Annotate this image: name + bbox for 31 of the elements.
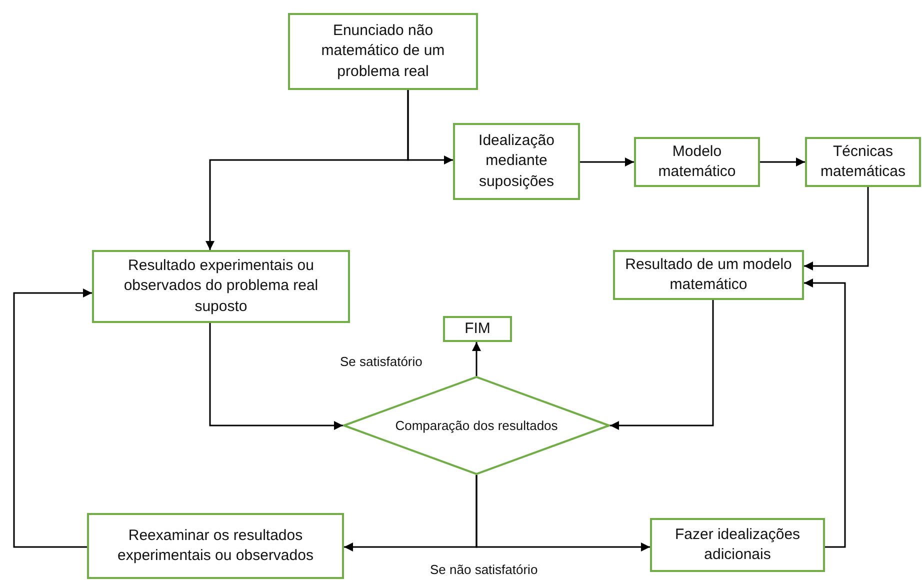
arrow — [804, 278, 846, 548]
process-box — [634, 137, 760, 187]
process-box — [288, 13, 478, 90]
arrow — [804, 187, 869, 270]
process-box — [443, 316, 512, 342]
arrow — [760, 158, 805, 166]
node-label: Resultado experimentais ou observados do problema real suposto — [122, 256, 320, 317]
process-box — [650, 518, 825, 572]
edge-label: Se satisfatório — [338, 354, 424, 369]
node-label: Técnicas matemáticas — [819, 142, 907, 182]
arrow — [610, 300, 714, 430]
process-box — [453, 123, 580, 200]
arrow — [209, 323, 343, 430]
process-box — [613, 250, 804, 300]
edge-label: Se não satisfatório — [428, 562, 540, 577]
arrow — [580, 158, 634, 166]
arrow — [472, 342, 481, 376]
node-label: Resultado de um modelo matemático — [624, 254, 793, 295]
process-box — [92, 250, 350, 323]
node-label: Comparação dos resultados — [394, 416, 559, 434]
node-label: Modelo matemático — [657, 142, 737, 182]
node-label: Idealização mediante suposições — [478, 131, 556, 192]
arrow — [13, 288, 92, 548]
node-label: Reexaminar os resultados experimentais ou observados — [116, 526, 314, 566]
node-label: FIM — [464, 318, 492, 339]
arrow — [206, 90, 409, 250]
process-box — [87, 513, 344, 579]
arrow — [476, 475, 650, 552]
process-box — [805, 137, 921, 187]
node-label: Enunciado não matemático de um problema real — [320, 21, 446, 82]
node-label: Fazer idealizações adicionais — [674, 524, 802, 565]
